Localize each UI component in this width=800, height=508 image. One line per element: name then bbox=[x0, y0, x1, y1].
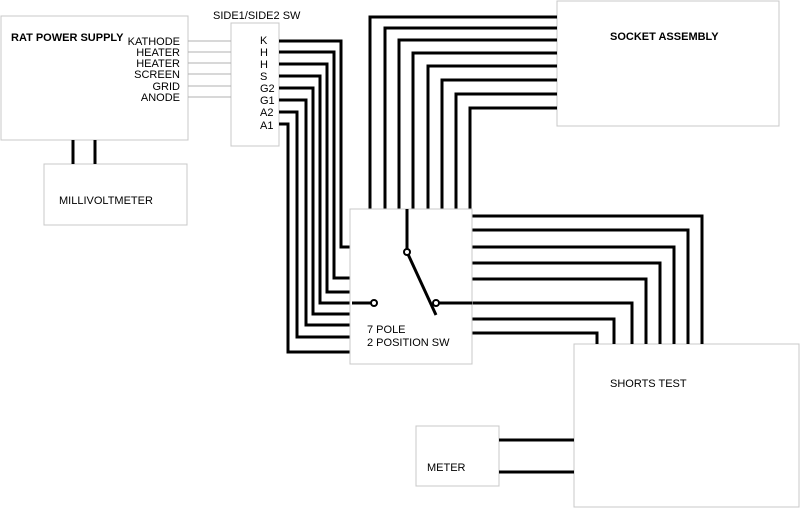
terminal-k: K bbox=[260, 35, 268, 47]
terminal-h-2: H bbox=[260, 59, 268, 71]
terminal-a1: A1 bbox=[260, 120, 273, 132]
pole-switch-label-2: 2 POSITION SW bbox=[367, 337, 450, 349]
switch-position-1-contact bbox=[370, 299, 378, 307]
meter-title: METER bbox=[427, 462, 466, 474]
side-switch-box: K H H S G2 G1 A2 A1 bbox=[230, 22, 280, 147]
millivoltmeter-leads bbox=[71, 140, 97, 164]
side-switch-to-pole-switch-wires bbox=[279, 39, 352, 354]
terminal-g2: G2 bbox=[260, 83, 275, 95]
terminal-s: S bbox=[260, 71, 267, 83]
output-label-heater-1: HEATER bbox=[136, 47, 180, 59]
power-supply-title: RAT POWER SUPPLY bbox=[11, 32, 124, 44]
output-label-kathode: KATHODE bbox=[128, 36, 180, 48]
output-label-anode: ANODE bbox=[141, 92, 180, 104]
seven-pole-switch-box: 7 POLE 2 POSITION SW bbox=[349, 208, 473, 365]
switch-position-2-contact bbox=[432, 299, 440, 307]
terminal-a2: A2 bbox=[260, 107, 273, 119]
switch-pivot-contact bbox=[403, 248, 411, 256]
shorts-test-title: SHORTS TEST bbox=[610, 378, 687, 390]
output-label-grid: GRID bbox=[153, 81, 181, 93]
meter-box: METER bbox=[415, 425, 500, 487]
switch-blade bbox=[405, 251, 438, 316]
side-switch-title: SIDE1/SIDE2 SW bbox=[213, 10, 301, 22]
meter-leads bbox=[499, 438, 574, 474]
shorts-test-box: SHORTS TEST bbox=[573, 343, 800, 508]
pole-switch-label-1: 7 POLE bbox=[367, 324, 406, 336]
output-label-screen: SCREEN bbox=[134, 69, 180, 81]
socket-assembly-box: SOCKET ASSEMBLY bbox=[556, 0, 780, 127]
millivoltmeter-title: MILLIVOLTMETER bbox=[59, 195, 153, 207]
pole-switch-to-shorts-test-wires bbox=[472, 214, 704, 344]
terminal-g1: G1 bbox=[260, 95, 275, 107]
millivoltmeter-box: MILLIVOLTMETER bbox=[43, 163, 188, 226]
supply-to-side-switch-wires bbox=[188, 40, 231, 98]
output-label-heater-2: HEATER bbox=[136, 58, 180, 70]
rat-power-supply-box: RAT POWER SUPPLY KATHODE HEATER HEATER S… bbox=[0, 15, 189, 141]
socket-assembly-title: SOCKET ASSEMBLY bbox=[610, 31, 719, 43]
terminal-h-1: H bbox=[260, 47, 268, 59]
pole-switch-to-socket-wires bbox=[368, 15, 557, 209]
